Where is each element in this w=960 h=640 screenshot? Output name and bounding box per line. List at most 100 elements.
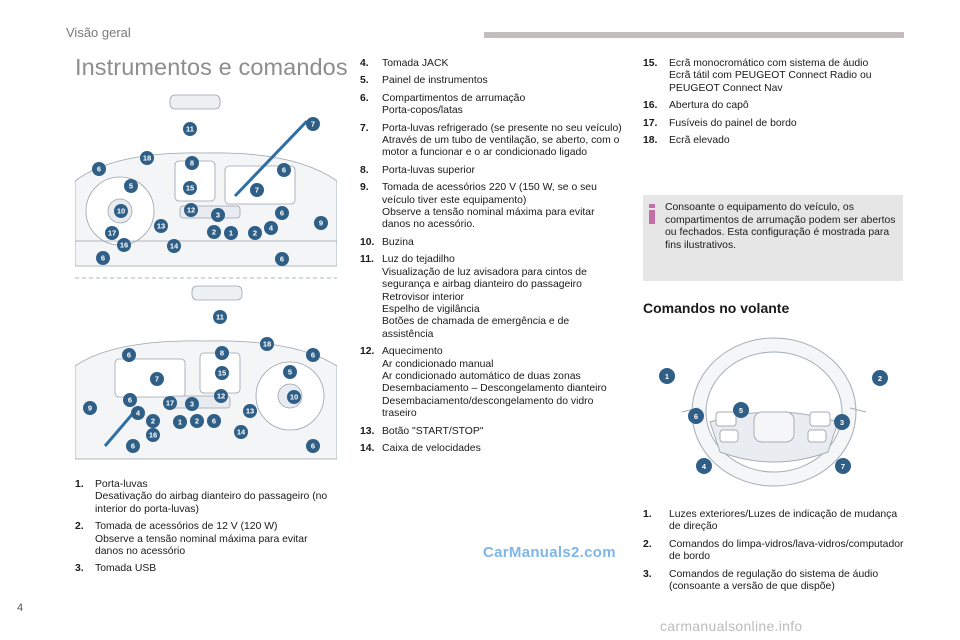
section-title: Comandos no volante <box>643 300 789 316</box>
list-item: 6.Compartimentos de arrumação Porta-copo… <box>360 93 622 118</box>
svg-text:7: 7 <box>255 186 259 195</box>
info-icon <box>648 204 656 224</box>
callout-17: 17 <box>163 396 177 410</box>
callout-6: 6 <box>123 393 137 407</box>
svg-text:2: 2 <box>878 374 882 383</box>
info-note-text: Consoante o equipamento do veículo, os c… <box>665 202 899 252</box>
svg-text:5: 5 <box>129 182 133 191</box>
callout-9: 9 <box>83 401 97 415</box>
callout-10: 10 <box>114 204 128 218</box>
list-item: 3.Tomada USB <box>75 563 337 575</box>
callout-14: 14 <box>234 425 248 439</box>
callout-6: 6 <box>207 414 221 428</box>
svg-text:6: 6 <box>282 166 286 175</box>
svg-text:7: 7 <box>311 120 315 129</box>
svg-text:6: 6 <box>127 351 131 360</box>
svg-text:6: 6 <box>311 442 315 451</box>
callout-18: 18 <box>140 151 154 165</box>
callout-14: 14 <box>167 239 181 253</box>
svg-text:3: 3 <box>216 211 220 220</box>
callout-5: 5 <box>283 365 297 379</box>
dashboard-illustration: 11 7 18 8 6 6 5 15 7 10 12 6 9 13 3 17 2… <box>75 91 337 464</box>
callout-2: 2 <box>190 414 204 428</box>
callout-8: 8 <box>215 346 229 360</box>
svg-text:2: 2 <box>253 229 257 238</box>
svg-text:6: 6 <box>97 165 101 174</box>
callout-4: 4 <box>264 221 278 235</box>
callout-2: 2 <box>146 414 160 428</box>
list-item: 15.Ecrã monocromático com sistema de áud… <box>643 58 905 95</box>
callout-7: 7 <box>306 117 320 131</box>
wheel-callout-2: 2 <box>872 370 888 386</box>
svg-text:17: 17 <box>166 399 174 408</box>
callout-12: 12 <box>184 203 198 217</box>
svg-text:9: 9 <box>319 219 323 228</box>
callout-6: 6 <box>277 163 291 177</box>
svg-text:2: 2 <box>195 417 199 426</box>
wheel-callout-7: 7 <box>835 458 851 474</box>
callout-13: 13 <box>243 404 257 418</box>
legend-list-col2: 4.Tomada JACK 5.Painel de instrumentos 6… <box>360 58 622 460</box>
svg-text:12: 12 <box>187 206 195 215</box>
callout-6: 6 <box>306 348 320 362</box>
svg-text:6: 6 <box>280 209 284 218</box>
svg-text:7: 7 <box>841 462 845 471</box>
svg-text:11: 11 <box>186 125 194 134</box>
svg-text:6: 6 <box>128 396 132 405</box>
callout-15: 15 <box>183 181 197 195</box>
callout-1: 1 <box>224 226 238 240</box>
list-item: 5.Painel de instrumentos <box>360 75 622 87</box>
svg-text:6: 6 <box>280 255 284 264</box>
svg-text:9: 9 <box>88 404 92 413</box>
svg-text:12: 12 <box>217 392 225 401</box>
list-item: 14.Caixa de velocidades <box>360 443 622 455</box>
legend-list-col1: 1.Porta-luvas Desativação do airbag dian… <box>75 479 337 581</box>
svg-text:14: 14 <box>237 428 246 437</box>
list-item: 8.Porta-luvas superior <box>360 165 622 177</box>
list-item: 11.Luz do tejadilho Visualização de luz … <box>360 254 622 341</box>
callout-15: 15 <box>215 366 229 380</box>
legend-list-col3: 15.Ecrã monocromático com sistema de áud… <box>643 58 905 152</box>
svg-text:7: 7 <box>155 375 159 384</box>
svg-text:10: 10 <box>117 207 125 216</box>
callout-17: 17 <box>105 226 119 240</box>
callout-3: 3 <box>185 397 199 411</box>
list-item: 9.Tomada de acessórios 220 V (150 W, se … <box>360 182 622 232</box>
callout-9: 9 <box>314 216 328 230</box>
callout-8: 8 <box>185 156 199 170</box>
callout-12: 12 <box>214 389 228 403</box>
svg-text:3: 3 <box>840 418 844 427</box>
callout-7: 7 <box>150 372 164 386</box>
callout-6: 6 <box>275 252 289 266</box>
svg-text:1: 1 <box>229 229 233 238</box>
svg-text:5: 5 <box>739 406 743 415</box>
svg-text:18: 18 <box>143 154 151 163</box>
callout-4: 4 <box>131 406 145 420</box>
callout-3: 3 <box>211 208 225 222</box>
svg-text:16: 16 <box>120 241 128 250</box>
steering-controls-list: 1.Luzes exteriores/Luzes de indicação de… <box>643 509 905 598</box>
svg-text:6: 6 <box>694 412 698 421</box>
page-title: Instrumentos e comandos <box>75 54 348 81</box>
svg-text:14: 14 <box>170 242 179 251</box>
callout-11: 11 <box>183 122 197 136</box>
footer-watermark: carmanualsonline.info <box>660 618 803 634</box>
svg-text:3: 3 <box>190 400 194 409</box>
callout-2: 2 <box>207 225 221 239</box>
callout-11: 11 <box>213 310 227 324</box>
svg-text:17: 17 <box>108 229 116 238</box>
svg-text:13: 13 <box>246 407 254 416</box>
svg-text:6: 6 <box>311 351 315 360</box>
callout-13: 13 <box>154 219 168 233</box>
wheel-callout-6: 6 <box>688 408 704 424</box>
callout-16: 16 <box>117 238 131 252</box>
callout-6: 6 <box>275 206 289 220</box>
svg-text:13: 13 <box>157 222 165 231</box>
svg-text:6: 6 <box>212 417 216 426</box>
wheel-callout-4: 4 <box>696 458 712 474</box>
list-item: 2.Comandos do limpa-vidros/lava-vidros/c… <box>643 539 905 564</box>
wheel-callout-3: 3 <box>834 414 850 430</box>
callout-6: 6 <box>126 439 140 453</box>
svg-text:8: 8 <box>190 159 194 168</box>
page-number: 4 <box>17 602 23 614</box>
